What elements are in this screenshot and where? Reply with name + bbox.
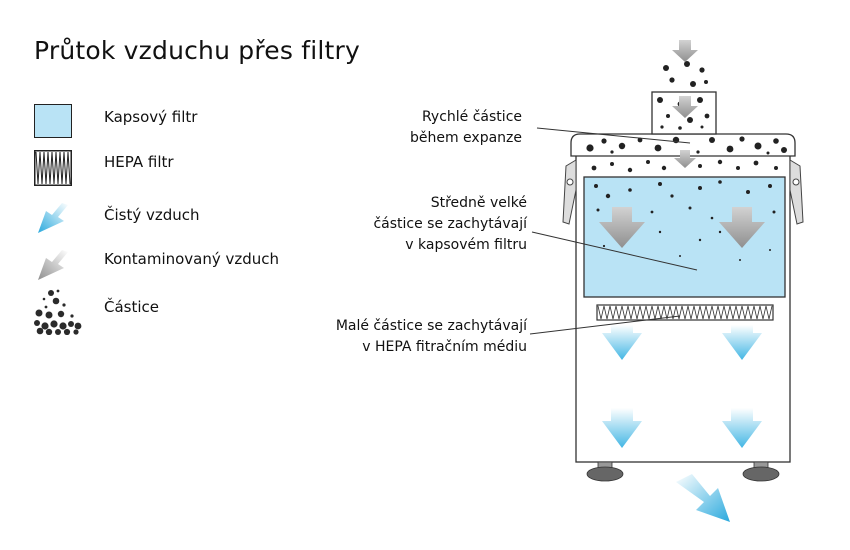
clean-arrow-left-upper [602, 325, 642, 360]
annotation-small-line-2: v HEPA fitračním médiu [362, 339, 527, 355]
hepa-filter-swatch [34, 150, 72, 186]
duct-particles [657, 61, 710, 130]
left-foot [586, 461, 624, 482]
clean-air-arrow-icon [38, 203, 68, 233]
legend-clean-air-label: Čistý vzduch [104, 206, 200, 224]
clean-arrow-right-upper [722, 325, 762, 360]
duct-arrow [672, 96, 698, 118]
right-foot [742, 461, 780, 482]
annotation-pointer-lines [529, 127, 698, 335]
annotation-small-line-1: Malé částice se zachytávají [335, 318, 527, 334]
contaminated-air-arrows [599, 40, 765, 248]
legend-particles-label: Částice [104, 298, 160, 316]
right-clip [789, 159, 804, 225]
annotation-fast-line-2: během expanze [409, 130, 522, 146]
legend-hepa-filter-label: HEPA filtr [104, 153, 174, 171]
annotation-small-particles: Malé částice se zachytávají v HEPA fitra… [336, 316, 527, 358]
cap-arrow [674, 150, 696, 168]
clean-air-arrows [602, 325, 762, 448]
hepa-filter-pleats [597, 305, 773, 320]
clean-arrow-outlet [676, 474, 730, 522]
annotation-mid-line-3: v kapsovém filtru [405, 237, 527, 253]
inlet-top-arrow [672, 40, 698, 62]
left-clip [562, 159, 577, 225]
contaminated-air-arrow-icon [38, 250, 68, 280]
diagram-title: Průtok vzduchu přes filtry [34, 36, 361, 65]
pocket-filter-particles [591, 159, 778, 261]
pocket-filter-swatch [34, 104, 72, 138]
annotation-medium-particles: Středně velké částice se zachytávají v k… [373, 193, 527, 256]
left-inner-arrow [599, 207, 645, 248]
annotation-fast-particles: Rychlé částice během expanze [410, 107, 522, 149]
clean-arrow-left-lower [602, 408, 642, 448]
annotation-fast-line-1: Rychlé částice [421, 109, 522, 125]
unit-top-cap [570, 133, 796, 157]
clean-arrow-right-lower [722, 408, 762, 448]
annotation-mid-line-2: částice se zachytávají [373, 216, 527, 232]
particles-icon [34, 289, 82, 335]
right-inner-arrow [719, 207, 765, 248]
legend-contaminated-air-label: Kontaminovaný vzduch [104, 250, 280, 268]
annotation-mid-line-1: Středně velké [430, 195, 527, 211]
legend-pocket-filter-label: Kapsový filtr [104, 108, 198, 126]
